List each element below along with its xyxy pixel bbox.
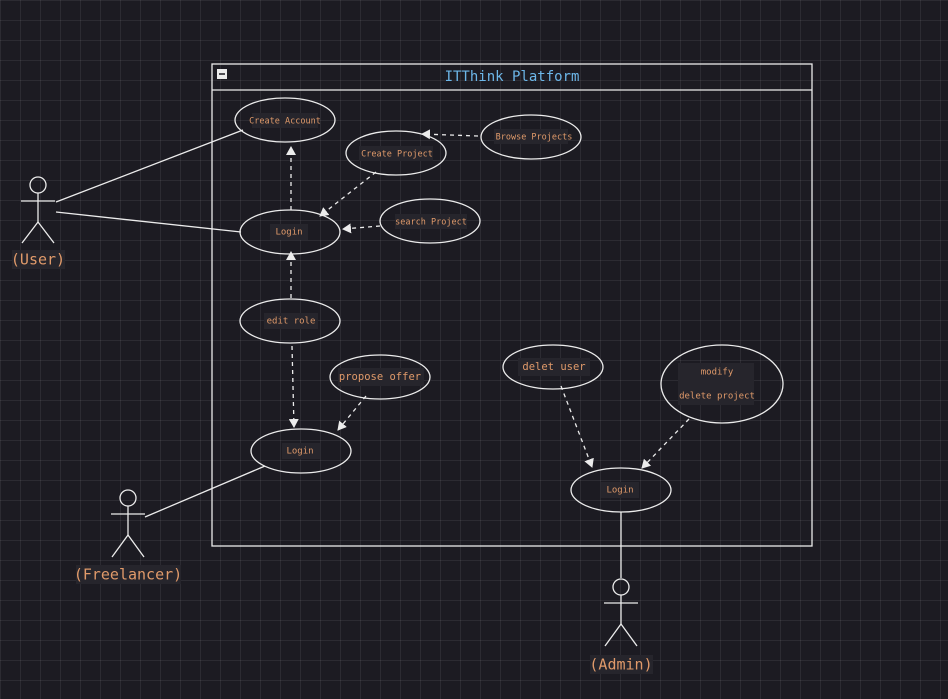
use-case-label: Login [286,447,313,457]
use-case-label: Create Account [249,117,321,127]
use-case-search-project[interactable]: search Project [379,198,481,244]
actor-label: (User) [11,251,65,269]
use-case-label: Create Project [361,150,433,160]
use-case-label: Login [606,486,633,496]
use-case-label: search Project [395,218,467,228]
use-case-label: delet user [522,361,585,373]
actor-label: (Freelancer) [74,566,182,584]
arrow-search-to-login [342,223,381,234]
actor-label: (Admin) [589,656,652,674]
use-case-login-admin[interactable]: Login [570,467,672,513]
association-freelancer-login [144,465,266,518]
arrow-edit-role-to-freelancer-login [288,345,299,428]
system-title: ITThink Platform [445,69,580,85]
use-case-login-freelancer[interactable]: Login [250,428,352,474]
arrow-modify-to-login [641,418,690,469]
use-case-label: Browse Projects [496,133,573,143]
use-case-browse-projects[interactable]: Browse Projects [480,114,582,160]
use-case-delet-user[interactable]: delet user [502,344,604,390]
use-case-label: propose offer [339,371,421,383]
collapse-icon[interactable] [217,69,227,79]
arrow-browse-to-create-project [421,129,479,140]
use-case-propose-offer[interactable]: propose offer [329,354,431,400]
use-case-label-delete-project: delete project [679,392,755,402]
use-case-login-user[interactable]: Login [239,209,341,255]
actor-admin[interactable]: (Admin) [589,578,653,674]
association-user-login [55,211,242,233]
arrow-create-project-to-login [319,171,377,217]
association-user-create-account [55,129,244,203]
arrow-delet-user-to-login [560,385,594,468]
use-case-create-account[interactable]: Create Account [234,97,336,143]
use-case-label: Login [275,228,302,238]
use-case-modify-delete-project[interactable]: modify delete project [660,344,784,424]
actor-user[interactable]: (User) [11,176,65,269]
actor-freelancer[interactable]: (Freelancer) [74,489,182,584]
use-case-edit-role[interactable]: edit role [239,298,341,344]
use-case-label-modify: modify [701,368,734,378]
system-boundary[interactable]: ITThink Platform [211,63,813,547]
arrow-propose-offer-to-login [337,395,367,431]
use-case-create-project[interactable]: Create Project [345,130,447,176]
use-case-label: edit role [267,317,316,327]
